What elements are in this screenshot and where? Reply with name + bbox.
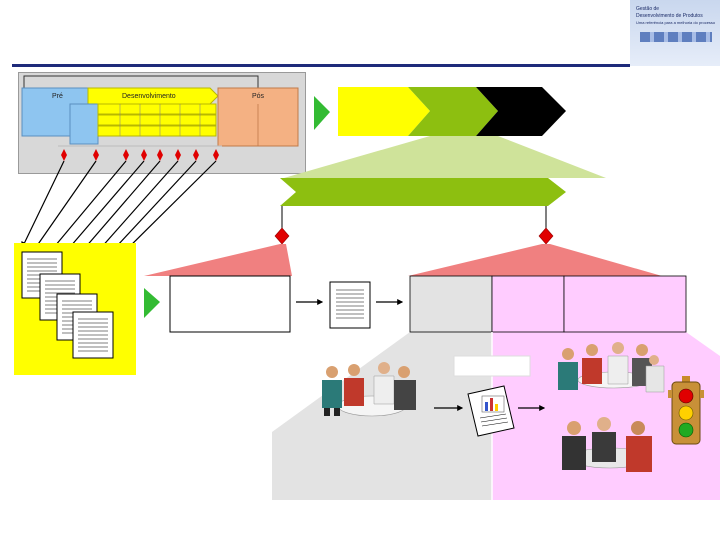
activity-bar: [97, 125, 217, 137]
phase-dev-label: Desenvolvimento: [122, 93, 176, 100]
decision-gate-right: [538, 227, 554, 245]
person-figure: [562, 421, 586, 470]
tree-connector: [281, 206, 547, 232]
meeting-group-right-bottom: [562, 417, 652, 472]
gate-marker: [193, 149, 199, 161]
activity-bar: [69, 103, 99, 145]
gate-marker: [61, 149, 67, 161]
logo: Gestão de Desenvolvimento de Produtos Um…: [630, 0, 720, 66]
traffic-light-icon: [668, 376, 704, 445]
gate-marker: [141, 149, 147, 161]
gate-arrow: [33, 160, 97, 251]
decision-gate-left: [274, 227, 290, 245]
meeting-group-right-top: [558, 342, 665, 393]
meeting-group-left: [322, 362, 416, 417]
gate-arrow: [77, 160, 161, 257]
chevron-black: [476, 87, 566, 136]
phase-pos-label: Pós: [252, 93, 265, 100]
green-pointer-arrow-2: [144, 288, 160, 318]
gate-arrow: [91, 160, 179, 259]
gate-marker: [175, 149, 181, 161]
gate-arrow: [21, 160, 65, 250]
gate-marker: [157, 149, 163, 161]
gate-arrow: [49, 160, 127, 253]
person-figure: [394, 366, 416, 410]
person-figure: [322, 366, 342, 416]
step-box-pink-2: [563, 275, 687, 333]
person-figure: [592, 417, 616, 462]
logo-line-2: Desenvolvimento de Produtos: [636, 13, 703, 19]
document-stack: [21, 251, 114, 359]
logo-line-1: Gestão de: [636, 6, 660, 12]
gate-marker: [123, 149, 129, 161]
gate-marker: [93, 149, 99, 161]
activity-bar: [97, 114, 217, 126]
activity-bar: [97, 103, 217, 115]
step-box-left: [169, 275, 291, 333]
header-rule: [12, 64, 630, 67]
person-figure: [607, 342, 629, 385]
red-fan-right: [408, 244, 662, 276]
green-banner-chevron: [280, 178, 566, 206]
grey-zone: [272, 332, 492, 500]
logo-line-3: Uma referência para a melhoria do proces…: [636, 20, 716, 25]
chevron-chain: [338, 87, 566, 136]
report-chart-icon: [467, 385, 515, 437]
person-figure: [373, 362, 395, 405]
step-box-pink-1: [491, 275, 565, 333]
gate-arrow: [63, 160, 145, 255]
red-fan-left: [144, 244, 292, 276]
feedback-loop-line: [23, 75, 259, 92]
chevron-yellow: [338, 87, 430, 136]
step-box-grey: [409, 275, 493, 333]
person-figure: [626, 421, 652, 472]
person-figure: [582, 344, 602, 384]
logo-film-strip: [640, 32, 712, 42]
zoom-funnel: [284, 136, 606, 178]
person-figure: [558, 348, 578, 390]
document-icon: [329, 281, 371, 329]
document-icon: [72, 311, 114, 359]
phase-dev-bar: [87, 87, 219, 105]
process-phase-bars: Pré Desenvolvimento Pós: [21, 75, 299, 161]
person-figure: [344, 364, 364, 406]
gate-markers: [61, 149, 219, 161]
dev-activity-bars: [69, 103, 259, 146]
blank-callout: [453, 355, 531, 377]
gate-marker: [213, 149, 219, 161]
phase-pre-label: Pré: [52, 93, 63, 100]
green-pointer-arrow: [314, 96, 330, 130]
chevron-green: [408, 87, 498, 136]
person-figure: [645, 355, 665, 393]
